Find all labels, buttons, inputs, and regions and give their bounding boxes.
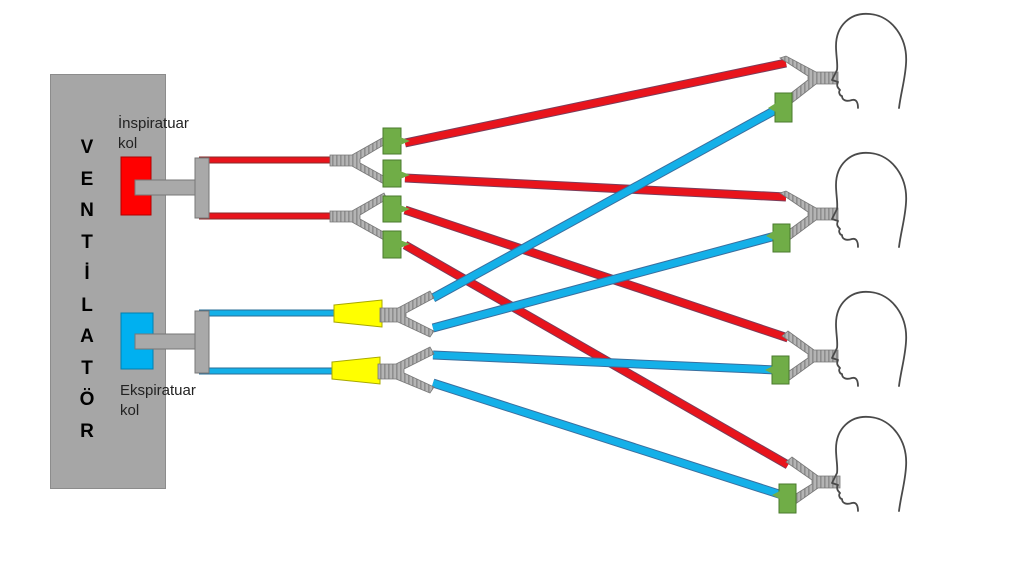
patient1-y-piece-icon [779, 55, 839, 107]
ventilator-letter: Ö [79, 389, 95, 410]
expiratory-label-line2: kol [120, 402, 140, 419]
insp-t-connector-icon [134, 157, 210, 219]
ventilator-letter: L [81, 294, 93, 316]
filter-icon [772, 483, 797, 514]
filter-icon [382, 127, 410, 155]
ventilator-letter: İ [84, 263, 90, 284]
patient4-y-piece-icon [785, 456, 841, 506]
ventilator-letter: R [80, 420, 94, 442]
ventilator-label: V E N T İ L A T Ö R [70, 132, 104, 447]
filter-icon [768, 92, 793, 123]
exp-y-splitter-upper-icon [379, 290, 435, 338]
insp-y-splitter-upper-icon [329, 136, 388, 185]
ventilator-letter: N [80, 200, 94, 221]
ventilator-letter: T [81, 231, 93, 253]
one-way-valve-lower-icon [331, 356, 381, 385]
filter-icon [382, 159, 410, 188]
ventilator-letter: V [80, 137, 94, 158]
ventilator-letter: T [81, 357, 93, 379]
filter-icon [382, 195, 410, 223]
exp-t-connector-icon [134, 310, 210, 374]
patient-y-pieces [779, 55, 841, 506]
patient-head-icon [831, 152, 907, 248]
filter-icon [382, 230, 410, 259]
inspiratory-arm-label: İnspiratuar kol [118, 114, 189, 154]
patient3-y-piece-icon [781, 330, 839, 382]
ventilator-letter: E [80, 168, 94, 190]
expiratory-lines [430, 104, 784, 500]
insp-y-splitter-lower-icon [329, 192, 388, 241]
patient-head-icon [831, 291, 907, 387]
main-tubes [199, 156, 336, 375]
one-way-valve-upper-icon [333, 299, 383, 328]
insp-filters [382, 127, 410, 259]
patient-head-icon [831, 13, 907, 109]
patient2-y-piece-icon [779, 190, 839, 242]
expiratory-label-line1: Ekspiratuar [120, 382, 196, 399]
ventilator-unit [50, 74, 166, 489]
patient-filters [765, 92, 797, 514]
patient-head-icon [831, 416, 907, 512]
inspiratory-lines [402, 58, 791, 469]
filter-icon [765, 355, 790, 385]
exp-y-splitter-lower-icon [377, 346, 435, 394]
filter-icon [766, 223, 791, 253]
inspiratory-label-line1: İnspiratuar [118, 115, 189, 132]
inspiratory-label-line2: kol [118, 135, 138, 152]
ventilator-letter: A [80, 326, 94, 347]
expiratory-arm-label: Ekspiratuar kol [120, 381, 196, 421]
patient-heads [831, 13, 907, 512]
